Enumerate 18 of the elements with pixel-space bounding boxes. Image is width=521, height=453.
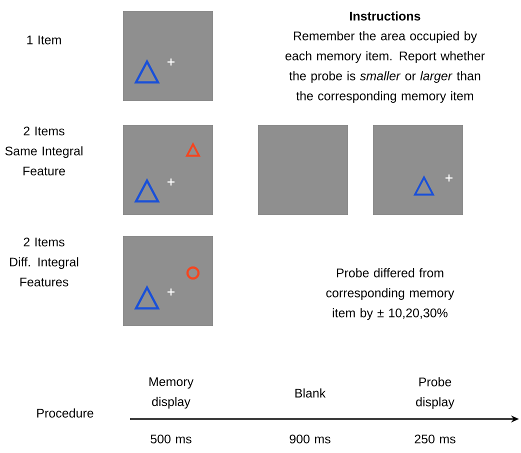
heading: Instructions [350,11,420,21]
display-panel [258,125,348,215]
phase-label: Memory display [149,377,194,409]
display-panel [123,11,213,101]
display-panel [123,125,213,215]
duration-label: 900 ms [290,434,330,444]
row-label: 2 Items Same Integral Feature [5,126,82,176]
phase-label: Blank [295,388,326,398]
row-label: 2 Items Diff. Integral Features [10,238,78,286]
display-panel [123,236,213,326]
instructions-text: Remember the area occupied by each memory item. Report whether the probe is smaller or larger than the corresponding memory item [286,31,485,103]
display-panel [373,125,463,215]
note-text: Probe differed from corresponding memory item by ± 10,20,30% [326,268,454,320]
phase-label: Probe display [416,377,454,409]
axis-label: Procedure [37,408,94,418]
row-label: 1 Item [27,36,61,44]
duration-label: 250 ms [414,434,456,444]
duration-label: 500 ms [150,434,192,444]
